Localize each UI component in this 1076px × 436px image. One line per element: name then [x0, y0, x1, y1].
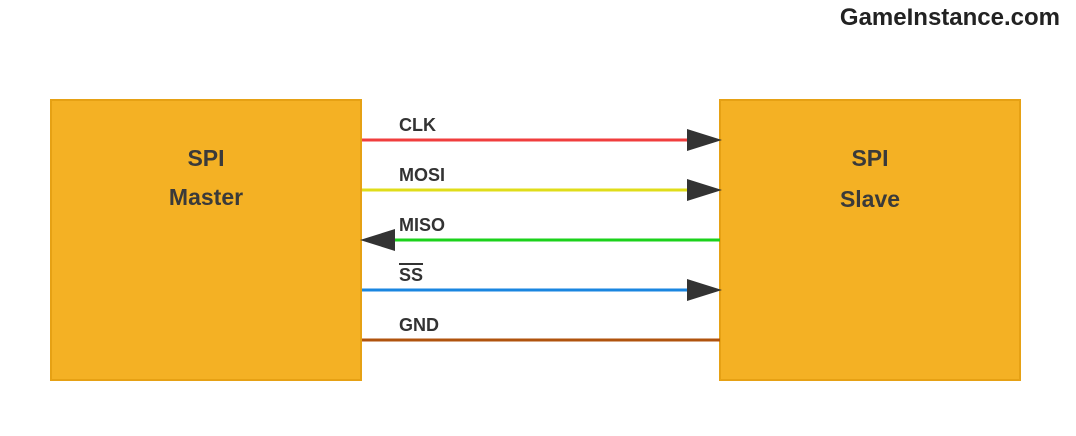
miso-label: MISO — [399, 215, 446, 235]
gnd-label: GND — [399, 315, 439, 335]
clk-arrow-icon — [687, 129, 722, 151]
clk-label: CLK — [399, 115, 436, 135]
master-title-line2: Master — [168, 184, 244, 210]
slave-title-line1: SPI — [851, 145, 889, 171]
master-title-line1: SPI — [187, 145, 225, 171]
mosi-label: MOSI — [399, 165, 446, 185]
ss-arrow-icon — [687, 279, 722, 301]
spi-master-block: SPI Master — [50, 99, 362, 381]
mosi-arrow-icon — [687, 179, 722, 201]
ss-label: SS — [399, 265, 424, 285]
miso-arrow-icon — [360, 229, 395, 251]
slave-title-line2: Slave — [839, 186, 901, 212]
brand-watermark: GameInstance.com — [839, 4, 1060, 31]
